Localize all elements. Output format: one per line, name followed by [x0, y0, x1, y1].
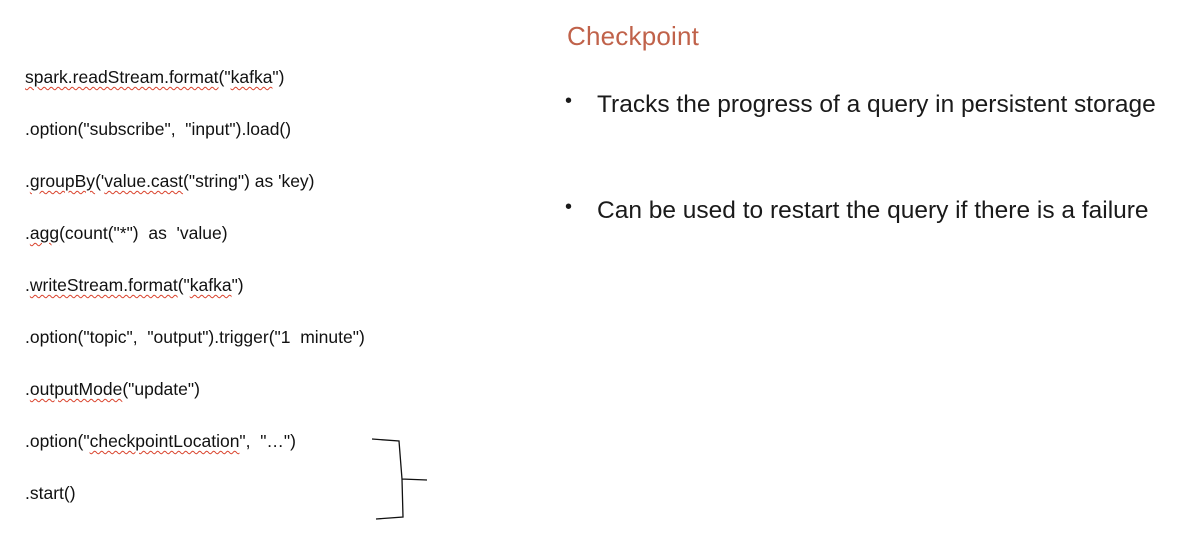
- code-token: "): [231, 275, 244, 295]
- bullet-text: Can be used to restart the query if ther…: [597, 197, 1149, 224]
- spellcheck-flagged-token: value.cast: [104, 171, 184, 191]
- code-line: .option("checkpointLocation", "…"): [25, 430, 296, 452]
- code-token: .: [25, 171, 30, 191]
- code-token: ("update"): [122, 379, 200, 399]
- spellcheck-flagged-token: writeStream.format: [29, 275, 178, 295]
- code-token: .: [25, 275, 30, 295]
- code-token: .: [25, 223, 30, 243]
- bullet-dot-icon: •: [565, 90, 573, 112]
- code-token: (": [177, 275, 190, 295]
- spellcheck-flagged-token: kafka: [189, 275, 232, 295]
- code-line: .groupBy('value.cast("string") as 'key): [25, 170, 315, 192]
- code-line: .outputMode("update"): [25, 378, 200, 400]
- code-token: (count("*") as 'value): [59, 223, 228, 243]
- spellcheck-flagged-token: checkpointLocation: [89, 431, 240, 451]
- code-token: (': [95, 171, 105, 191]
- slide-title: Checkpoint: [567, 21, 700, 51]
- bullet-dot-icon: •: [565, 196, 573, 218]
- spellcheck-flagged-token: groupBy: [29, 171, 96, 191]
- code-line: .start(): [25, 482, 76, 504]
- code-line: spark.readStream.format("kafka"): [25, 66, 284, 88]
- code-line: .option("topic", "output").trigger("1 mi…: [25, 326, 365, 348]
- code-token: (": [218, 67, 231, 87]
- spellcheck-flagged-token: agg: [29, 223, 60, 243]
- code-line: .agg(count("*") as 'value): [25, 222, 228, 244]
- code-token: .: [25, 379, 30, 399]
- code-line: .writeStream.format("kafka"): [25, 274, 244, 296]
- code-token: .option("subscribe", "input").load(): [25, 119, 292, 139]
- code-token: .start(): [25, 483, 76, 503]
- spellcheck-flagged-token: outputMode: [29, 379, 123, 399]
- spellcheck-flagged-token: kafka: [230, 67, 273, 87]
- bullet-text: Tracks the progress of a query in persis…: [597, 91, 1156, 118]
- code-token: .option(": [25, 431, 90, 451]
- code-token: .option("topic", "output").trigger("1 mi…: [25, 327, 365, 347]
- bracket-annotation: [372, 438, 428, 520]
- spellcheck-flagged-token: spark.readStream.format: [25, 67, 219, 87]
- code-token: ", "…"): [239, 431, 296, 451]
- code-token: ("string") as 'key): [183, 171, 315, 191]
- code-token: "): [272, 67, 285, 87]
- code-line: .option("subscribe", "input").load(): [25, 118, 291, 140]
